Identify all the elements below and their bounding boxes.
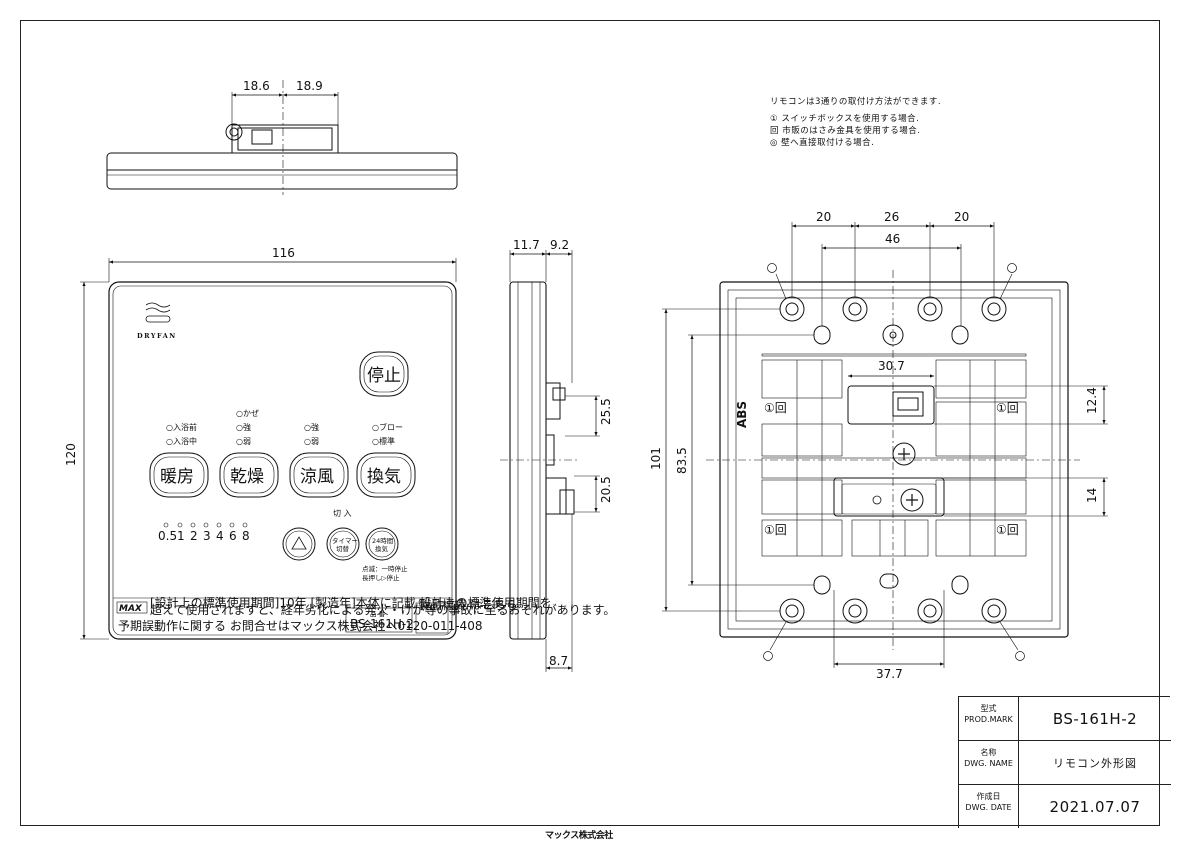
dry-mode-1: ○かぜ: [236, 409, 259, 418]
dim-height: 120: [64, 443, 78, 466]
material-mark: ABS: [735, 401, 749, 428]
prod-value: BS-161H-2: [1052, 709, 1138, 728]
mount-symbol-pair: ①回: [996, 401, 1019, 415]
dry-button-label: 乾燥: [230, 467, 264, 487]
dim-side-c: 25.5: [599, 398, 613, 425]
dim-width: 116: [272, 246, 295, 260]
onoff-label: 切 入: [333, 509, 352, 518]
timer-digit: 0.5: [158, 529, 177, 543]
cool-button-label: 涼風: [300, 467, 334, 487]
prod-key-en: PROD.MARK: [964, 715, 1013, 724]
dim-top-left: 18.6: [243, 79, 270, 93]
cool-mode-1: ○強: [304, 422, 319, 432]
timer-digit: 8: [242, 529, 250, 543]
dim-side-d: 20.5: [599, 476, 613, 503]
timer-digit: 2: [190, 529, 198, 543]
dim-back-20a: 20: [816, 210, 831, 224]
mount-symbol-pair: ①回: [764, 523, 787, 537]
mount-symbol-pair: ①回: [764, 401, 787, 415]
notes-item: 回 市販のはさみ金具を使用する場合.: [770, 126, 921, 136]
name-value: リモコン外形図: [1053, 756, 1137, 770]
dim-back-30-7: 30.7: [878, 359, 905, 373]
dim-side-e: 8.7: [549, 654, 568, 668]
dim-back-12-4: 12.4: [1085, 387, 1099, 414]
timer-digit: 4: [216, 529, 224, 543]
timer-indicators: [163, 522, 248, 528]
mount-symbol-pair: ①回: [996, 523, 1019, 537]
notes-item: ① スイッチボックスを使用する場合.: [770, 114, 920, 124]
dim-top-right: 18.9: [296, 79, 323, 93]
max-logo: MAX: [119, 604, 143, 614]
heat-mode-1: ○入浴前: [166, 422, 197, 432]
h24-button-line1: 24時間: [372, 537, 393, 545]
dry-mode-2: ○強: [236, 422, 251, 432]
product-code: BS-161H-2: [350, 617, 414, 631]
vent-mode-2: ○標準: [372, 436, 395, 446]
title-row-date: 作成日 DWG. DATE 2021.07.07: [959, 785, 1171, 829]
blink-note: 点滅：一時停止: [362, 564, 408, 573]
corner-note: 製品標識 はこちら: [418, 598, 518, 612]
dim-side-b: 9.2: [550, 238, 569, 252]
title-row-prod: 型式 PROD.MARK BS-161H-2: [959, 697, 1171, 741]
title-block: 型式 PROD.MARK BS-161H-2 名称 DWG. NAME リモコン…: [958, 696, 1171, 829]
cool-mode-2: ○弱: [304, 437, 319, 446]
dry-mode-3: ○弱: [236, 437, 251, 446]
name-key: 名称 DWG. NAME: [959, 741, 1019, 784]
contact-line: 予期誤動作に関する お問合せはマックス株式会社へ0120-011-408: [118, 618, 482, 633]
back-view: [662, 222, 1108, 668]
front-view: [80, 258, 457, 640]
dim-back-37-7: 37.7: [876, 667, 903, 681]
date-key-jp: 作成日: [976, 792, 1001, 801]
side-view: [500, 250, 600, 672]
heat-mode-2: ○入浴中: [166, 436, 197, 446]
notes-title: リモコンは3通りの取付け方法ができます.: [770, 97, 942, 107]
top-view: [106, 80, 458, 195]
dim-back-46: 46: [885, 232, 900, 246]
dim-back-20b: 20: [954, 210, 969, 224]
mounting-notes: リモコンは3通りの取付け方法ができます. ① スイッチボックスを使用する場合. …: [770, 96, 941, 149]
warning-line2: 超えて使用されますと、経年劣化による発火・けが等の事故に至るおそれがあります。: [150, 602, 615, 617]
maker-name: マックス株式会社: [545, 831, 613, 841]
brand-label: DRYFAN: [137, 332, 177, 340]
warning-line1: [設計上の標準使用期間]10年 [製造年]本体に記載 設計上の標準使用期間を: [150, 595, 552, 610]
name-key-jp: 名称: [980, 748, 997, 757]
vent-mode-1: ○ブロー: [372, 422, 403, 432]
title-row-name: 名称 DWG. NAME リモコン外形図: [959, 741, 1171, 785]
notes-item: ◎ 壁へ直接取付ける場合.: [770, 138, 875, 148]
timer-button-line2: 切替: [336, 544, 350, 553]
timer-digit: 6: [229, 529, 237, 543]
timer-button-line1: タイマー: [332, 536, 358, 545]
h24-button-line2: 換気: [375, 544, 389, 553]
timer-digit: 3: [203, 529, 211, 543]
prod-key: 型式 PROD.MARK: [959, 697, 1019, 740]
longpress-note: 長押し▷停止: [362, 573, 400, 582]
prod-key-jp: 型式: [980, 704, 997, 713]
dim-side-a: 11.7: [513, 238, 540, 252]
product-label: 品 番: [370, 610, 386, 618]
dim-back-83-5: 83.5: [675, 447, 689, 474]
name-key-en: DWG. NAME: [964, 759, 1013, 768]
heat-button-label: 暖房: [160, 467, 194, 487]
vent-button-label: 換気: [367, 467, 401, 487]
dim-back-101: 101: [649, 447, 663, 470]
date-key-en: DWG. DATE: [965, 803, 1012, 812]
stop-button-label: 停止: [367, 366, 401, 386]
date-value: 2021.07.07: [1049, 797, 1141, 816]
dim-back-26: 26: [884, 210, 899, 224]
dim-back-14: 14: [1085, 488, 1099, 503]
date-key: 作成日 DWG. DATE: [959, 785, 1019, 828]
drawing-frame: [20, 20, 1160, 826]
timer-digit: 1: [177, 529, 185, 543]
